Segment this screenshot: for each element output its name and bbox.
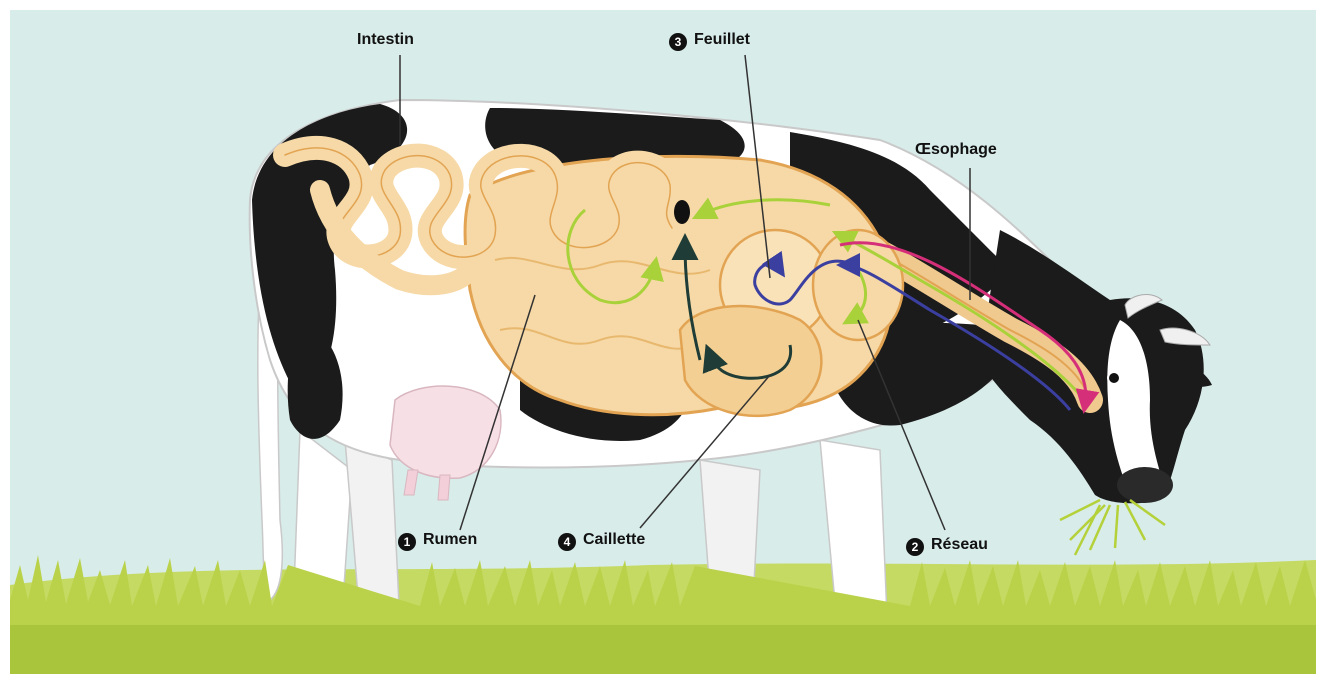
label-reseau-text: Réseau xyxy=(931,536,988,553)
label-rumen-text: Rumen xyxy=(423,531,477,548)
abomasum-organ xyxy=(680,306,821,416)
label-feuillet: 3 Feuillet xyxy=(669,30,750,51)
label-intestin-text: Intestin xyxy=(357,31,414,48)
label-caillette: 4 Caillette xyxy=(558,530,645,551)
label-feuillet-text: Feuillet xyxy=(694,31,750,48)
number-badge-3: 3 xyxy=(669,33,687,51)
ground xyxy=(10,625,1316,674)
number-badge-1: 1 xyxy=(398,533,416,551)
udder xyxy=(390,386,501,478)
label-oesophage: Œsophage xyxy=(915,140,997,160)
label-oesophage-text: Œsophage xyxy=(915,141,997,158)
label-caillette-text: Caillette xyxy=(583,531,645,548)
label-reseau: 2 Réseau xyxy=(906,535,988,556)
eye xyxy=(1108,372,1120,384)
label-intestin: Intestin xyxy=(357,30,414,50)
number-badge-2: 2 xyxy=(906,538,924,556)
label-rumen: 1 Rumen xyxy=(398,530,477,551)
pylorus-opening xyxy=(674,200,690,224)
number-badge-4: 4 xyxy=(558,533,576,551)
muzzle xyxy=(1117,467,1173,503)
